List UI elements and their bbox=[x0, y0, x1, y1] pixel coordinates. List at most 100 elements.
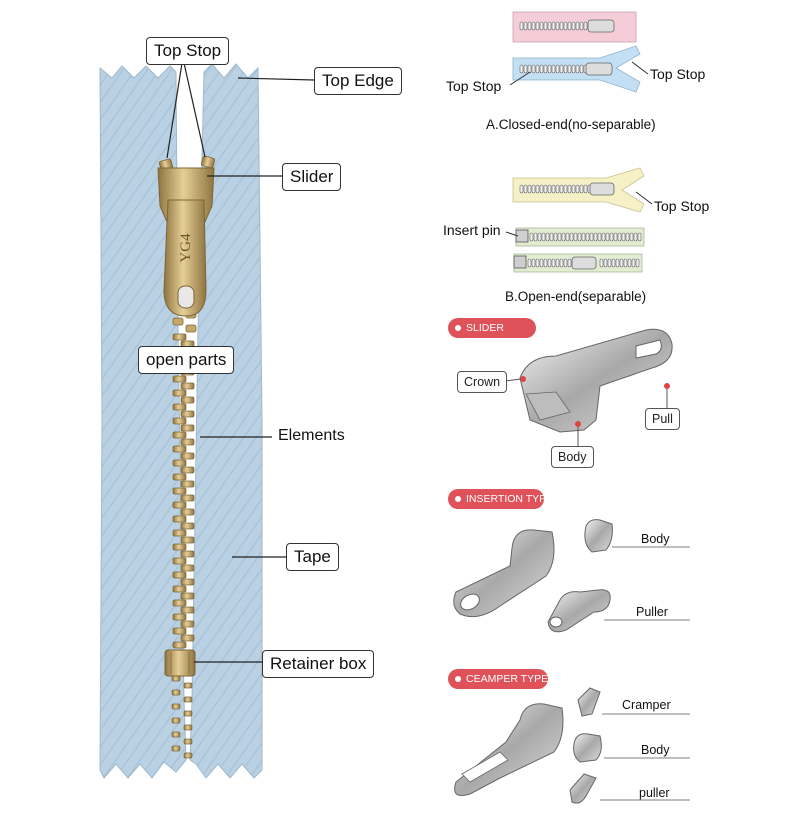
tooth bbox=[563, 21, 568, 31]
tooth bbox=[625, 232, 630, 242]
tooth bbox=[523, 21, 528, 31]
a-top-stop-left: Top Stop bbox=[446, 78, 502, 94]
tooth bbox=[531, 21, 536, 31]
tooth bbox=[555, 64, 560, 74]
tooth bbox=[531, 258, 536, 268]
zipper-element bbox=[180, 592, 195, 600]
tooth bbox=[585, 232, 590, 242]
tooth bbox=[539, 64, 544, 74]
tooth bbox=[551, 258, 556, 268]
tooth bbox=[539, 184, 544, 194]
slider-crown-label: Crown bbox=[457, 371, 508, 393]
zipper-element bbox=[172, 515, 187, 523]
tooth bbox=[579, 21, 584, 31]
tooth bbox=[527, 184, 532, 194]
ceamper-cramper-label: Cramper bbox=[622, 698, 671, 712]
tooth bbox=[607, 258, 612, 268]
tooth bbox=[571, 64, 576, 74]
tooth bbox=[559, 258, 564, 268]
tooth bbox=[519, 64, 524, 74]
tooth bbox=[527, 21, 532, 31]
tooth bbox=[551, 21, 556, 31]
insertion-body-label: Body bbox=[641, 532, 670, 546]
left-tape bbox=[99, 65, 187, 779]
tooth bbox=[563, 258, 568, 268]
tooth bbox=[537, 232, 542, 242]
tooth bbox=[605, 232, 610, 242]
slider-pull-label: Pull bbox=[645, 408, 680, 430]
zipper-element bbox=[180, 438, 195, 446]
tooth bbox=[571, 21, 576, 31]
zipper-element bbox=[172, 599, 187, 607]
tooth bbox=[635, 258, 640, 268]
tooth bbox=[589, 232, 594, 242]
zipper-element bbox=[180, 550, 195, 558]
zipper-element bbox=[172, 487, 187, 495]
tooth bbox=[539, 21, 544, 31]
tooth bbox=[593, 232, 598, 242]
a-caption: A.Closed-end(no-separable) bbox=[486, 117, 656, 132]
tooth bbox=[621, 232, 626, 242]
tooth bbox=[547, 64, 552, 74]
tooth bbox=[559, 21, 564, 31]
zipper-element bbox=[180, 634, 195, 642]
zipper-element bbox=[172, 571, 187, 579]
tooth bbox=[575, 64, 580, 74]
tooth bbox=[559, 184, 564, 194]
tooth bbox=[519, 21, 524, 31]
tooth bbox=[527, 258, 532, 268]
label-top-edge: Top Edge bbox=[314, 67, 402, 95]
zipper-element bbox=[180, 410, 195, 418]
b-caption: B.Open-end(separable) bbox=[505, 289, 647, 304]
zipper-element bbox=[180, 494, 195, 502]
tooth bbox=[575, 21, 580, 31]
tooth bbox=[543, 64, 548, 74]
tooth bbox=[535, 184, 540, 194]
zipper-element bbox=[172, 375, 187, 383]
tooth bbox=[567, 184, 572, 194]
tooth bbox=[555, 258, 560, 268]
tooth bbox=[567, 21, 572, 31]
label-tape: Tape bbox=[286, 543, 339, 571]
zipper-element bbox=[180, 578, 195, 586]
right-tape bbox=[189, 63, 263, 779]
insertion-puller-label: Puller bbox=[636, 605, 668, 619]
tooth bbox=[615, 258, 620, 268]
zipper-element bbox=[183, 724, 193, 731]
tooth bbox=[567, 258, 572, 268]
tooth bbox=[545, 232, 550, 242]
tooth bbox=[579, 64, 584, 74]
tooth bbox=[571, 184, 576, 194]
zipper-element bbox=[183, 710, 193, 717]
tooth bbox=[553, 232, 558, 242]
zipper-element bbox=[171, 689, 181, 696]
tooth bbox=[563, 64, 568, 74]
zipper-element bbox=[180, 564, 195, 572]
tooth bbox=[523, 64, 528, 74]
tooth bbox=[603, 258, 608, 268]
b-top-stop: Top Stop bbox=[654, 198, 710, 214]
ceamper-badge: CEAMPER TYPE bbox=[448, 669, 548, 689]
tooth bbox=[581, 232, 586, 242]
tooth bbox=[567, 64, 572, 74]
zipper-element bbox=[172, 501, 187, 509]
zipper-element bbox=[180, 480, 195, 488]
top-stop-right-shape bbox=[200, 155, 216, 169]
zipper-element bbox=[172, 473, 187, 481]
tooth bbox=[627, 258, 632, 268]
tooth bbox=[631, 258, 636, 268]
zipper-element bbox=[172, 389, 187, 397]
tooth bbox=[551, 184, 556, 194]
tooth bbox=[535, 64, 540, 74]
tooth bbox=[531, 184, 536, 194]
tooth bbox=[551, 64, 556, 74]
slider-pull-shape bbox=[163, 199, 207, 317]
zipper-element bbox=[180, 466, 195, 474]
tooth bbox=[547, 184, 552, 194]
label-slider: Slider bbox=[282, 163, 342, 191]
tooth bbox=[573, 232, 578, 242]
